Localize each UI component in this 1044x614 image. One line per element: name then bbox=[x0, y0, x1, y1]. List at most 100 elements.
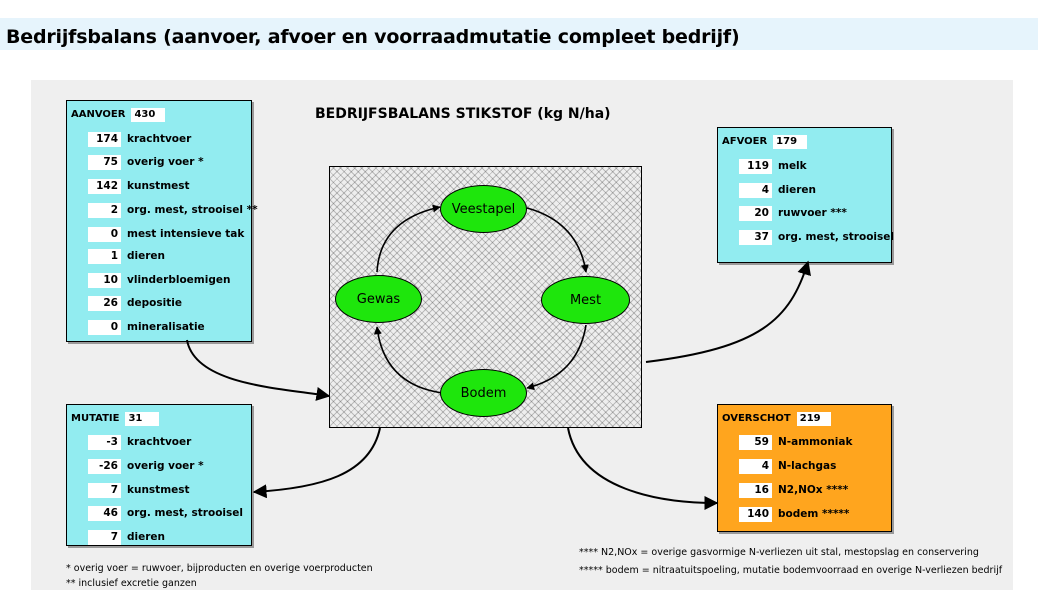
overschot-row: 59 N-ammoniak bbox=[739, 434, 852, 450]
afvoer-row: 119 melk bbox=[739, 158, 807, 174]
aanvoer-item-label: overig voer * bbox=[127, 156, 204, 168]
aanvoer-total: 430 bbox=[131, 107, 166, 122]
overschot-header: OVERSCHOT 219 bbox=[722, 411, 831, 426]
mutatie-row: 7 kunstmest bbox=[88, 482, 190, 498]
aanvoer-value: 10 bbox=[88, 272, 121, 288]
footnote-star1: * overig voer = ruwvoer, bijproducten en… bbox=[66, 563, 373, 574]
aanvoer-value: 174 bbox=[88, 131, 121, 147]
afvoer-header: AFVOER 179 bbox=[722, 134, 808, 149]
overschot-total: 219 bbox=[796, 411, 831, 426]
page-title: Bedrijfsbalans (aanvoer, afvoer en voorr… bbox=[6, 26, 740, 48]
mutatie-label: MUTATIE bbox=[71, 413, 120, 424]
overschot-box: OVERSCHOT 219 59 N-ammoniak 4 N-lachgas 16… bbox=[717, 404, 892, 532]
afvoer-value: 20 bbox=[739, 205, 772, 221]
mutatie-row: 46 org. mest, strooisel bbox=[88, 505, 243, 521]
aanvoer-item-label: dieren bbox=[127, 250, 166, 262]
page-header: Bedrijfsbalans (aanvoer, afvoer en voorr… bbox=[0, 18, 1038, 50]
arrow-afvoer-out bbox=[645, 260, 811, 363]
mutatie-item-label: krachtvoer bbox=[127, 436, 192, 448]
mutatie-row: -26 overig voer * bbox=[88, 458, 204, 474]
footnote-star4: **** N2,NOx = overige gasvormige N-verli… bbox=[579, 547, 979, 558]
aanvoer-item-label: org. mest, strooisel ** bbox=[127, 204, 258, 216]
footnote-star2: ** inclusief excretie ganzen bbox=[66, 578, 197, 589]
footnote-star5: ***** bodem = nitraatuitspoeling, mutati… bbox=[579, 565, 1003, 576]
veestapel-node: Veestapel bbox=[440, 185, 527, 233]
arrow-mutatie bbox=[252, 427, 381, 499]
aanvoer-row: 26 depositie bbox=[88, 295, 182, 311]
overschot-value: 16 bbox=[739, 482, 772, 498]
aanvoer-label: AANVOER bbox=[71, 109, 126, 120]
aanvoer-row: 174 krachtvoer bbox=[88, 131, 191, 147]
overschot-row: 16 N2,NOx **** bbox=[739, 482, 848, 498]
mutatie-value: 46 bbox=[88, 505, 121, 521]
afvoer-box: AFVOER 179 119 melk 4 dieren 20 ruwvoer ***… bbox=[717, 127, 894, 263]
mutatie-item-label: kunstmest bbox=[127, 484, 190, 496]
mutatie-row: -3 krachtvoer bbox=[88, 434, 191, 450]
bodem-node: Bodem bbox=[440, 369, 527, 417]
diagram-title: BEDRIJFSBALANS STIKSTOF (kg N/ha) bbox=[315, 106, 611, 122]
arrow-gewas-veestapel bbox=[376, 204, 441, 273]
aanvoer-row: 10 vlinderbloemigen bbox=[88, 272, 230, 288]
aanvoer-row: 75 overig voer * bbox=[88, 154, 204, 170]
overschot-item-label: bodem ***** bbox=[778, 508, 850, 520]
aanvoer-value: 0 bbox=[88, 319, 121, 335]
overschot-value: 140 bbox=[739, 506, 772, 522]
mutatie-header: MUTATIE 31 bbox=[71, 411, 160, 426]
arrow-mest-bodem bbox=[526, 324, 587, 391]
overschot-value: 59 bbox=[739, 434, 772, 450]
mutatie-item-label: overig voer * bbox=[127, 460, 204, 472]
mutatie-total: 31 bbox=[125, 411, 160, 426]
afvoer-row: 37 org. mest, strooisel bbox=[739, 229, 894, 245]
aanvoer-item-label: krachtvoer bbox=[127, 133, 192, 145]
aanvoer-row: 0 mest intensieve tak bbox=[88, 226, 244, 242]
mutatie-row: 7 dieren bbox=[88, 529, 165, 545]
mutatie-value: -3 bbox=[88, 434, 121, 450]
overschot-item-label: N2,NOx **** bbox=[778, 484, 849, 496]
aanvoer-value: 1 bbox=[88, 248, 121, 264]
aanvoer-value: 2 bbox=[88, 202, 121, 218]
overschot-value: 4 bbox=[739, 458, 772, 474]
afvoer-item-label: dieren bbox=[778, 184, 817, 196]
overschot-row: 4 N-lachgas bbox=[739, 458, 836, 474]
aanvoer-value: 26 bbox=[88, 295, 121, 311]
gewas-node: Gewas bbox=[335, 275, 422, 323]
aanvoer-item-label: kunstmest bbox=[127, 180, 190, 192]
arrow-veestapel-mest bbox=[526, 207, 589, 273]
arrow-aanvoer-in bbox=[186, 339, 331, 401]
aanvoer-item-label: mineralisatie bbox=[127, 321, 205, 333]
mutatie-value: 7 bbox=[88, 482, 121, 498]
aanvoer-value: 0 bbox=[88, 226, 121, 242]
afvoer-item-label: ruwvoer *** bbox=[778, 207, 847, 219]
mest-node: Mest bbox=[541, 276, 630, 324]
afvoer-row: 4 dieren bbox=[739, 182, 816, 198]
aanvoer-item-label: vlinderbloemigen bbox=[127, 274, 231, 286]
aanvoer-row: 142 kunstmest bbox=[88, 178, 190, 194]
afvoer-item-label: org. mest, strooisel bbox=[778, 231, 894, 243]
aanvoer-item-label: depositie bbox=[127, 297, 182, 309]
aanvoer-box: AANVOER 430 174 krachtvoer 75 overig voer … bbox=[66, 100, 258, 342]
mutatie-item-label: dieren bbox=[127, 531, 166, 543]
aanvoer-value: 142 bbox=[88, 178, 121, 194]
arrow-bodem-gewas bbox=[373, 326, 444, 394]
aanvoer-value: 75 bbox=[88, 154, 121, 170]
mutatie-value: -26 bbox=[88, 458, 121, 474]
mutatie-item-label: org. mest, strooisel bbox=[127, 507, 243, 519]
aanvoer-row: 2 org. mest, strooisel ** bbox=[88, 202, 258, 218]
overschot-item-label: N-ammoniak bbox=[778, 436, 853, 448]
aanvoer-row: 1 dieren bbox=[88, 248, 165, 264]
afvoer-value: 4 bbox=[739, 182, 772, 198]
afvoer-total: 179 bbox=[773, 134, 808, 149]
afvoer-item-label: melk bbox=[778, 160, 807, 172]
afvoer-value: 37 bbox=[739, 229, 772, 245]
aanvoer-row: 0 mineralisatie bbox=[88, 319, 205, 335]
aanvoer-item-label: mest intensieve tak bbox=[127, 228, 245, 240]
afvoer-label: AFVOER bbox=[722, 136, 768, 147]
overschot-item-label: N-lachgas bbox=[778, 460, 837, 472]
mutatie-value: 7 bbox=[88, 529, 121, 545]
aanvoer-header: AANVOER 430 bbox=[71, 107, 166, 122]
afvoer-row: 20 ruwvoer *** bbox=[739, 205, 847, 221]
afvoer-value: 119 bbox=[739, 158, 772, 174]
arrow-overschot bbox=[567, 427, 719, 510]
overschot-label: OVERSCHOT bbox=[722, 413, 791, 424]
